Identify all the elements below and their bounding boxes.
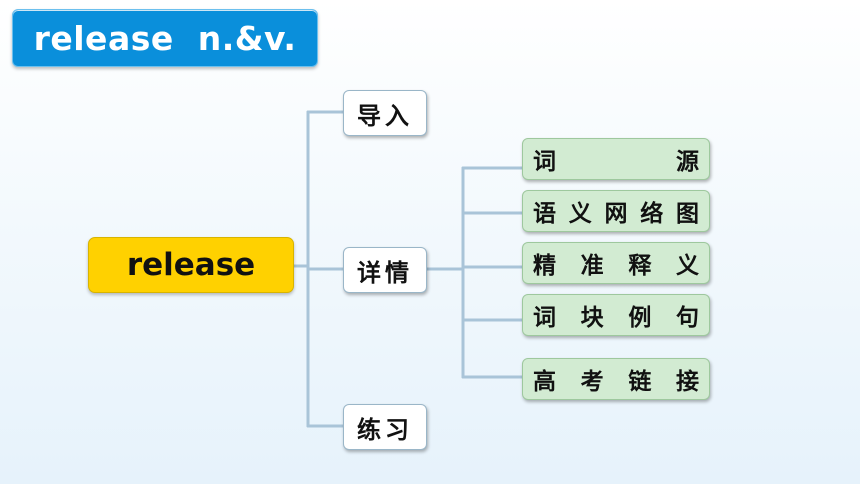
detail-label-char: 词 xyxy=(533,149,556,175)
detail-label-char: 块 xyxy=(580,305,604,331)
detail-node-chunk-examples[interactable]: 词 块 例 句 xyxy=(522,294,710,336)
detail-label-char: 释 xyxy=(628,253,652,279)
detail-node-semantic-network[interactable]: 语 义 网 络 图 xyxy=(522,190,710,232)
root-node-release[interactable]: release xyxy=(88,237,294,293)
detail-label-char: 源 xyxy=(676,149,699,175)
detail-node-etymology[interactable]: 词 源 xyxy=(522,138,710,180)
detail-label-char: 接 xyxy=(675,369,699,395)
detail-label-char: 考 xyxy=(580,369,604,395)
detail-label-char: 网 xyxy=(604,201,628,227)
detail-label-char: 络 xyxy=(640,201,664,227)
detail-label-char: 准 xyxy=(580,253,604,279)
page-title: release n.&v. xyxy=(12,9,318,67)
detail-label-char: 链 xyxy=(628,369,652,395)
detail-node-exam-link[interactable]: 高 考 链 接 xyxy=(522,358,710,400)
branch-node-details[interactable]: 详情 xyxy=(343,247,427,293)
detail-label-char: 精 xyxy=(533,253,556,279)
branch-node-practice[interactable]: 练习 xyxy=(343,404,427,450)
detail-label-char: 义 xyxy=(568,201,592,227)
detail-label-char: 图 xyxy=(676,201,699,227)
detail-label-char: 句 xyxy=(675,305,699,331)
detail-label-char: 例 xyxy=(628,305,652,331)
detail-label-char: 词 xyxy=(533,305,556,331)
detail-label-char: 义 xyxy=(675,253,699,279)
detail-label-char: 语 xyxy=(533,201,556,227)
detail-label-char: 高 xyxy=(533,369,556,395)
detail-node-precise-definition[interactable]: 精 准 释 义 xyxy=(522,242,710,284)
branch-node-intro[interactable]: 导入 xyxy=(343,90,427,136)
